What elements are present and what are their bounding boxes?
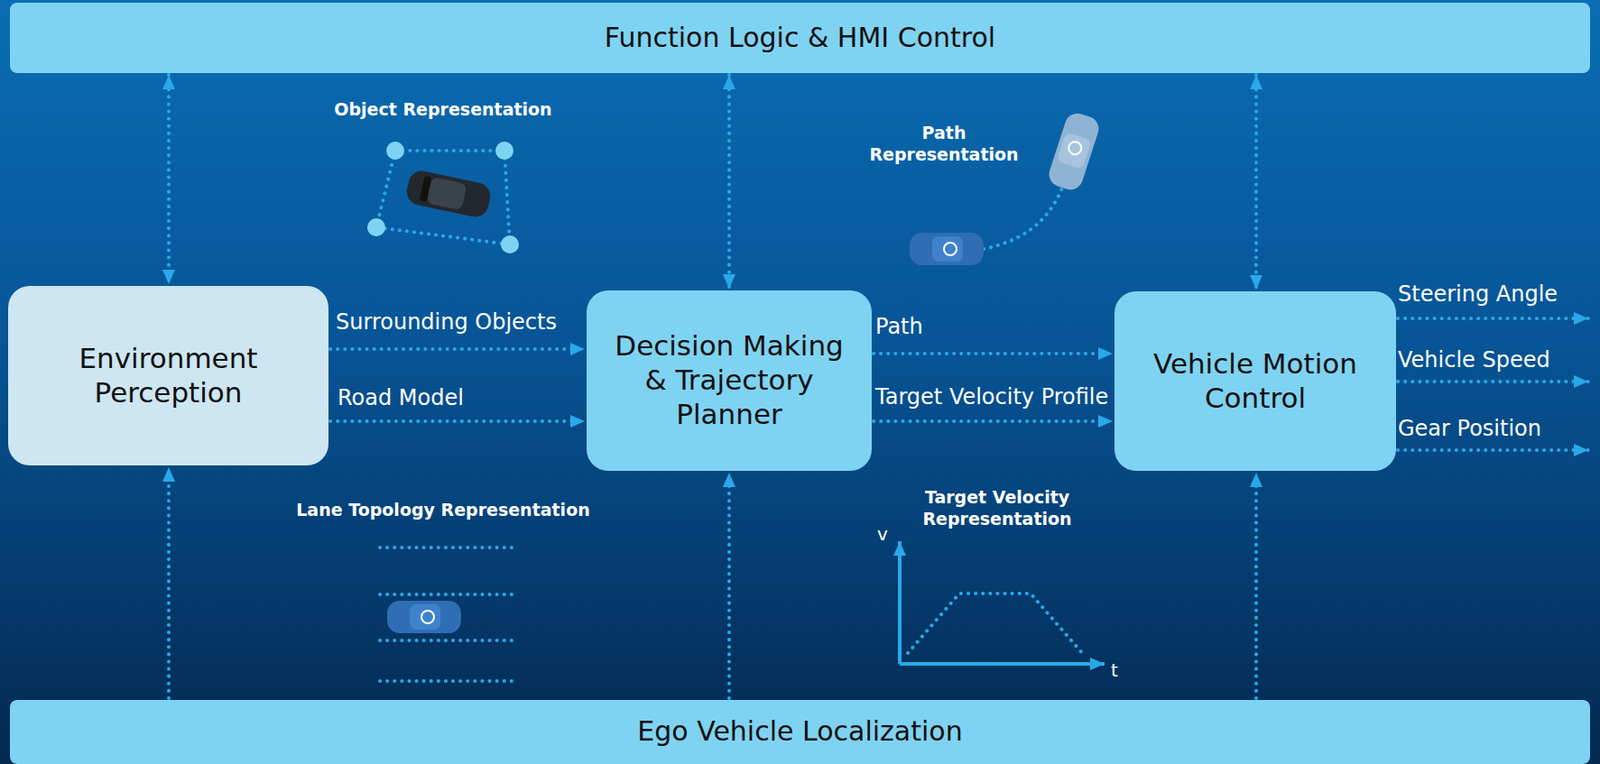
dotted-connector bbox=[1254, 472, 1258, 699]
dotted-connector bbox=[330, 419, 585, 424]
object-box bbox=[367, 141, 519, 254]
edge-label: Surrounding Objects bbox=[335, 309, 557, 335]
edge-label: Path bbox=[875, 314, 924, 340]
process-box: Environment Perception bbox=[8, 286, 329, 466]
signal-name: Vehicle Speed bbox=[1397, 347, 1551, 373]
dotted-connector bbox=[330, 347, 585, 352]
edge-label: Target Velocity Profile bbox=[875, 384, 1109, 410]
localization-band: Ego Vehicle Localization bbox=[9, 700, 1591, 764]
axis-label: v bbox=[877, 523, 888, 546]
process-box: Vehicle Motion Control bbox=[1114, 291, 1397, 472]
illustration-title: Target Velocity Representation bbox=[911, 487, 1083, 531]
illustration-title: Lane Topology Representation bbox=[295, 499, 590, 520]
dotted-connector bbox=[727, 74, 731, 289]
dotted-connector bbox=[1254, 74, 1258, 290]
node-text: Decision Making & Trajectory Planner bbox=[602, 329, 856, 432]
signal-name: Gear Position bbox=[1397, 416, 1542, 442]
lane-car bbox=[387, 601, 462, 634]
process-box: Decision Making & Trajectory Planner bbox=[586, 290, 872, 472]
function-band: Function Logic & HMI Control bbox=[9, 2, 1591, 74]
node-text: Ego Vehicle Localization bbox=[637, 715, 962, 750]
velocity-graph bbox=[899, 541, 1105, 665]
lane-lines bbox=[379, 547, 517, 682]
output-arrows bbox=[1397, 318, 1589, 451]
dotted-connector bbox=[166, 467, 171, 699]
illustration-title: Path Representation bbox=[867, 122, 1021, 167]
edge-label: Road Model bbox=[337, 385, 464, 411]
node-text: Environment Perception bbox=[24, 342, 313, 411]
signal-name: Steering Angle bbox=[1397, 281, 1558, 307]
axis-label: t bbox=[1110, 659, 1119, 682]
dotted-connector bbox=[873, 351, 1113, 356]
node-text: Vehicle Motion Control bbox=[1130, 347, 1380, 417]
dotted-connector bbox=[727, 472, 731, 699]
illustration-title: Object Representation bbox=[333, 99, 552, 120]
dotted-connector bbox=[873, 419, 1113, 424]
dotted-connector bbox=[166, 74, 171, 285]
node-text: Function Logic & HMI Control bbox=[604, 21, 996, 56]
